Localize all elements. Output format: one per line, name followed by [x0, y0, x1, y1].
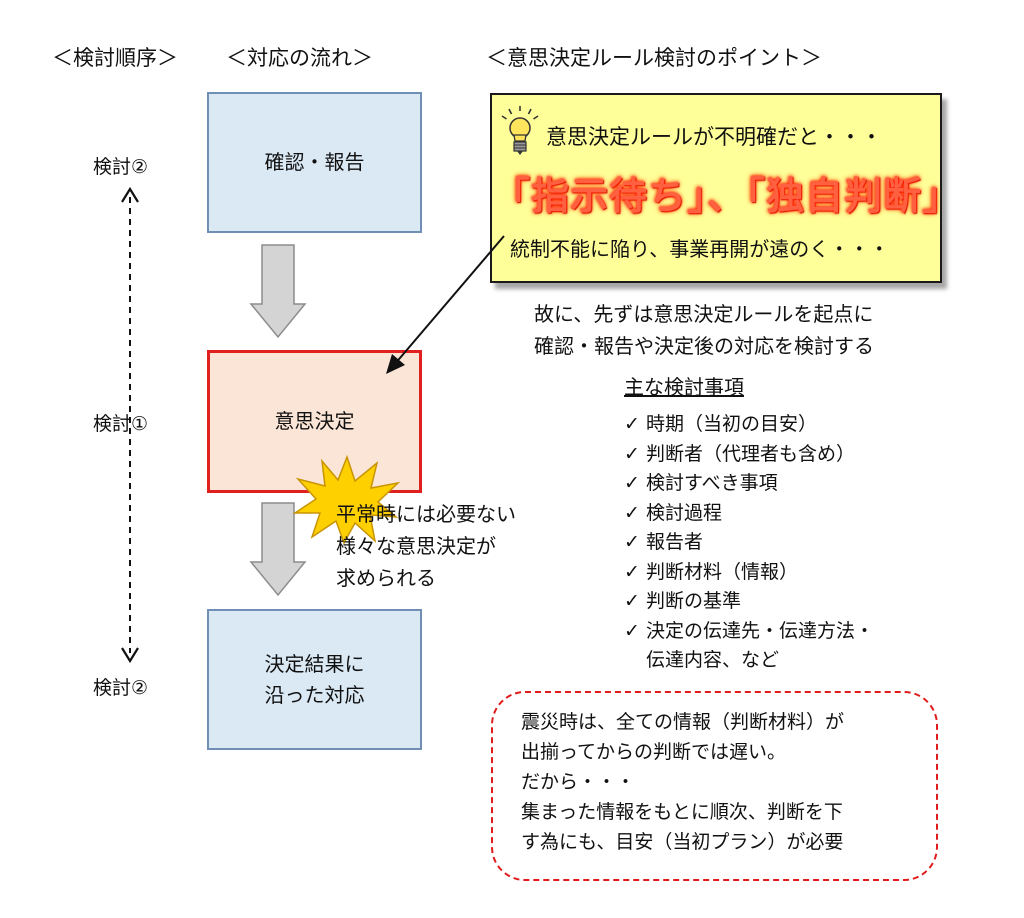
header-order: ＜検討順序＞	[52, 46, 178, 70]
burst-text-line3: 求められる	[336, 566, 436, 590]
explosion-burst-icon	[292, 455, 401, 545]
side-label-middle: 検討①	[93, 413, 149, 435]
conclusion-line1: 故に、先ずは意思決定ルールを起点に	[534, 302, 874, 326]
list-item: ✓時期（当初の目安）	[624, 410, 874, 440]
side-label-top: 検討②	[93, 156, 149, 178]
list-item: ✓判断者（代理者も含め）	[624, 440, 874, 470]
list-item: ✓報告者	[624, 528, 874, 558]
flow-box-decision-label: 意思決定	[274, 409, 355, 433]
check-icon: ✓	[624, 590, 640, 612]
check-icon: ✓	[624, 531, 640, 553]
burst-text-line2: 様々な意思決定が	[336, 534, 496, 558]
check-icon: ✓	[624, 442, 640, 465]
note-line3: だから・・・	[521, 771, 636, 793]
lightbulb-icon	[501, 106, 539, 155]
callout-emphasis: 「指示待ち」、「独自判断」	[492, 174, 962, 218]
items-title: 主な検討事項	[624, 375, 744, 399]
note-line1: 震災時は、全ての情報（判断材料）が	[521, 711, 845, 733]
check-icon: ✓	[624, 501, 640, 524]
list-item: ✓検討過程	[624, 499, 874, 529]
list-item: ✓判断材料（情報）	[624, 558, 874, 588]
check-icon: ✓	[624, 560, 640, 583]
flow-box-confirm-report-label: 確認・報告	[264, 150, 365, 174]
list-item-continuation: 伝達内容、など	[646, 649, 780, 671]
burst-text-line1: 平常時には必要ない	[336, 502, 516, 526]
note-line2: 出揃ってからの判断では遅い。	[521, 741, 787, 763]
dashed-double-arrow	[121, 186, 139, 664]
flow-box-confirm-report: 確認・報告	[207, 92, 422, 233]
check-icon: ✓	[624, 619, 640, 642]
note-line4: 集まった情報をもとに順次、判断を下	[521, 801, 843, 823]
flow-box-follow-up-line1: 決定結果に	[264, 651, 365, 676]
header-flow: ＜対応の流れ＞	[226, 46, 373, 70]
list-item: ✓検討すべき事項	[624, 469, 874, 499]
header-points: ＜意思決定ルール検討のポイント＞	[486, 46, 822, 70]
side-label-bottom: 検討②	[93, 677, 149, 699]
note-line5: す為にも、目安（当初プラン）が必要	[521, 831, 844, 853]
callout-line1: 意思決定ルールが不明確だと・・・	[546, 125, 882, 149]
callout-box: 意思決定ルールが不明確だと・・・ 「指示待ち」、「独自判断」 統制不能に陥り、事…	[490, 93, 962, 283]
conclusion-line2: 確認・報告や決定後の対応を検討する	[534, 334, 874, 358]
down-arrow-1	[249, 244, 307, 339]
flow-box-follow-up: 決定結果に 沿った対応	[207, 609, 422, 750]
note-box: 震災時は、全ての情報（判断材料）が 出揃ってからの判断では遅い。 だから・・・ …	[491, 691, 938, 881]
check-icon: ✓	[624, 472, 640, 494]
flow-box-follow-up-line2: 沿った対応	[264, 682, 365, 707]
list-item: ✓決定の伝達先・伝達方法・伝達内容、など	[624, 617, 874, 676]
check-icon: ✓	[624, 413, 640, 435]
items-list: ✓時期（当初の目安） ✓判断者（代理者も含め） ✓検討すべき事項 ✓検討過程 ✓…	[624, 410, 874, 676]
list-item: ✓判断の基準	[624, 587, 874, 617]
pointer-arrow	[386, 235, 505, 374]
callout-line3: 統制不能に陥り、事業再開が遠のく・・・	[510, 237, 890, 261]
